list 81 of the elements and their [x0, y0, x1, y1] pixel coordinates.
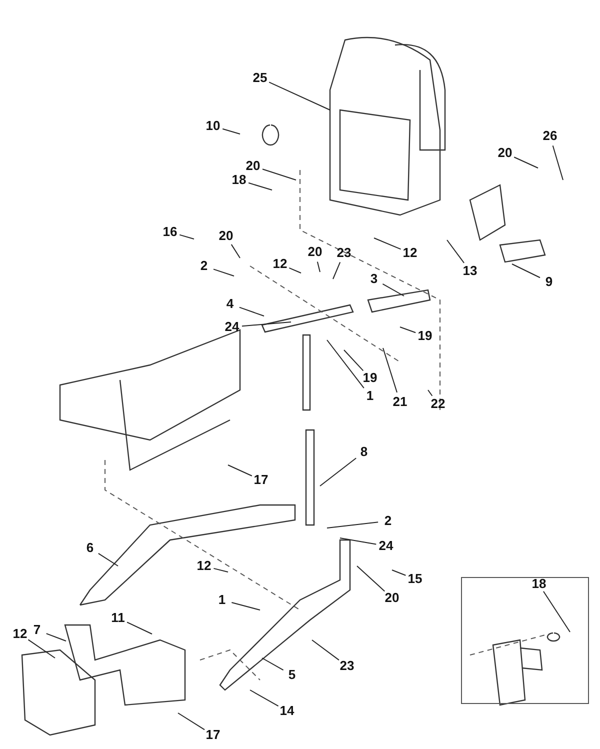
callout-number: 2: [383, 514, 393, 528]
leader-line: [178, 712, 206, 730]
leader-line: [340, 538, 377, 545]
leader-line: [268, 82, 330, 110]
callout-number: 17: [204, 728, 222, 742]
callout-number: 4: [225, 297, 235, 311]
callout-number: 21: [392, 395, 408, 409]
callout-number: 11: [110, 611, 126, 625]
leader-line: [98, 552, 118, 566]
callout-number: 8: [359, 445, 369, 459]
leader-line: [230, 244, 240, 258]
leader-line: [28, 639, 56, 658]
leader-line: [446, 240, 465, 264]
leader-line: [356, 566, 386, 592]
leader-line: [231, 602, 260, 610]
leader-line: [512, 264, 540, 278]
leader-line: [374, 238, 402, 250]
callout-number: 14: [278, 704, 296, 718]
leader-line: [241, 322, 292, 327]
callout-number: 19: [416, 329, 434, 343]
callout-number: 13: [462, 264, 478, 278]
leader-line: [222, 128, 240, 134]
leader-line: [262, 168, 296, 180]
callout-number: 6: [85, 541, 95, 555]
callout-number: 9: [544, 275, 554, 289]
leader-line: [542, 590, 570, 632]
callout-number: 20: [496, 146, 514, 160]
callout-number: 5: [287, 668, 297, 682]
callout-number: 7: [32, 623, 42, 637]
leader-line: [320, 458, 357, 486]
callout-number: 20: [384, 591, 400, 605]
leader-line: [46, 633, 66, 642]
callout-number: 23: [338, 659, 356, 673]
leader-line: [344, 350, 364, 372]
leader-line: [288, 267, 302, 274]
leader-line: [126, 622, 152, 634]
leader-line: [248, 182, 272, 190]
leader-line: [316, 261, 320, 272]
leader-line: [514, 156, 538, 168]
leader-line: [332, 262, 341, 280]
callout-number: 3: [369, 272, 379, 286]
callout-number: 24: [378, 539, 394, 553]
leader-line: [212, 268, 234, 276]
callout-number: 19: [362, 371, 378, 385]
callout-number: 24: [224, 320, 240, 334]
callout-number: 2: [199, 259, 209, 273]
callout-number: 1: [217, 593, 227, 607]
callout-number: 18: [230, 173, 248, 187]
callout-number: 12: [12, 627, 28, 641]
leader-line: [262, 658, 284, 671]
callout-number: 20: [218, 229, 234, 243]
inset-frame: [461, 577, 589, 704]
leader-line: [326, 340, 364, 389]
callout-number: 12: [196, 559, 212, 573]
callout-number: 1: [365, 389, 375, 403]
callout-number: 12: [402, 246, 418, 260]
callout-number: 26: [542, 129, 558, 143]
leader-line: [326, 522, 379, 528]
leader-line: [179, 234, 194, 240]
callout-number: 18: [530, 577, 548, 591]
callout-number: 23: [336, 246, 352, 260]
leader-line: [312, 640, 340, 661]
leader-line: [428, 390, 433, 396]
leader-line: [392, 570, 406, 576]
callout-number: 12: [272, 257, 288, 271]
leader-line: [250, 690, 279, 707]
leader-line: [552, 145, 564, 180]
leader-line: [382, 283, 404, 296]
callout-number: 22: [430, 397, 446, 411]
callout-number: 17: [252, 473, 270, 487]
callout-number: 20: [306, 245, 324, 259]
leader-line: [238, 306, 264, 316]
callout-number: 25: [252, 71, 268, 85]
callout-number: 16: [162, 225, 178, 239]
callout-number: 10: [204, 119, 222, 133]
callout-number: 15: [406, 572, 424, 586]
leader-line: [213, 568, 228, 572]
callout-number: 20: [244, 159, 262, 173]
leader-line: [382, 348, 398, 393]
leader-line: [228, 464, 252, 476]
leader-line: [400, 326, 416, 334]
